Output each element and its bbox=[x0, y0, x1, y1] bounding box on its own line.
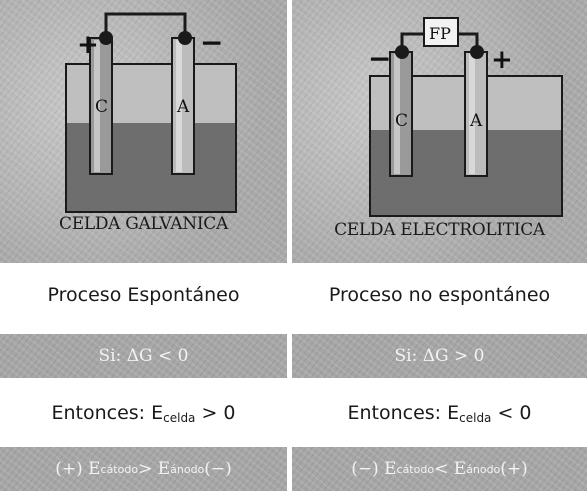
electrolytic-terminal-right bbox=[470, 45, 484, 59]
electrolytic-relation-op: < E bbox=[434, 459, 467, 479]
electrolytic-process-label: Proceso no espontáneo bbox=[328, 284, 551, 306]
galvanic-cell-panel: + − C A CELDA GALVANICA bbox=[0, 0, 287, 263]
electrolytic-cell-diagram: FP − + C A bbox=[368, 17, 563, 217]
galvanic-condition-text: Si: ΔG < 0 bbox=[98, 346, 189, 366]
galvanic-terminal-right bbox=[178, 31, 192, 45]
electrolytic-wire-right bbox=[457, 32, 479, 50]
electrolytic-condition-bar: Si: ΔG > 0 bbox=[292, 334, 587, 378]
electrolytic-relation-left: (−) E bbox=[351, 459, 397, 479]
electrolytic-then-row: Entonces: Ecelda < 0 bbox=[292, 402, 587, 425]
galvanic-terminal-left bbox=[99, 31, 113, 45]
galvanic-caption: CELDA GALVANICA bbox=[59, 214, 228, 234]
power-source-label: FP bbox=[429, 24, 451, 43]
galvanic-condition-bar: Si: ΔG < 0 bbox=[0, 334, 287, 378]
electrolytic-terminal-left bbox=[395, 45, 409, 59]
galvanic-relation-right: (−) bbox=[204, 459, 232, 479]
galvanic-relation-cathode: cátodo bbox=[100, 462, 139, 476]
galvanic-positive-sign: + bbox=[77, 30, 99, 60]
electrolytic-negative-sign: − bbox=[368, 42, 391, 75]
galvanic-relation-op: > E bbox=[138, 459, 171, 479]
electrolytic-relation-anode: ánodo bbox=[466, 462, 501, 476]
electrolytic-caption: CELDA ELECTROLITICA bbox=[334, 220, 545, 240]
galvanic-then-prefix: Entonces: E bbox=[51, 402, 164, 424]
galvanic-then-suffix: > 0 bbox=[195, 402, 236, 424]
galvanic-relation-anode: ánodo bbox=[170, 462, 205, 476]
electrolytic-then-subscript: celda bbox=[459, 411, 492, 425]
electrolytic-relation-cathode: cátodo bbox=[396, 462, 435, 476]
power-source-box bbox=[423, 17, 459, 47]
electrolytic-then-prefix: Entonces: E bbox=[347, 402, 460, 424]
galvanic-then-row: Entonces: Ecelda > 0 bbox=[0, 402, 287, 425]
galvanic-cathode-label: C bbox=[95, 97, 108, 117]
galvanic-then-subscript: celda bbox=[163, 411, 196, 425]
electrolytic-cell-panel: FP − + C A CELDA ELECTROLITICA bbox=[292, 0, 587, 263]
electrolytic-condition-text: Si: ΔG > 0 bbox=[394, 346, 485, 366]
electrolytic-anode-label: A bbox=[469, 111, 483, 131]
electrolytic-wire-left bbox=[400, 32, 424, 50]
electrolytic-positive-sign: + bbox=[491, 45, 513, 75]
electrolytic-relation-right: (+) bbox=[500, 459, 528, 479]
galvanic-negative-sign: − bbox=[200, 26, 223, 59]
galvanic-process-label: Proceso Espontáneo bbox=[47, 284, 240, 306]
galvanic-anode-label: A bbox=[176, 97, 190, 117]
galvanic-wire bbox=[104, 12, 187, 38]
electrolytic-cathode-label: C bbox=[395, 111, 408, 131]
galvanic-cell-diagram: + − C A bbox=[65, 12, 237, 213]
electrolytic-then-suffix: < 0 bbox=[491, 402, 532, 424]
galvanic-relation-left: (+) E bbox=[55, 459, 101, 479]
